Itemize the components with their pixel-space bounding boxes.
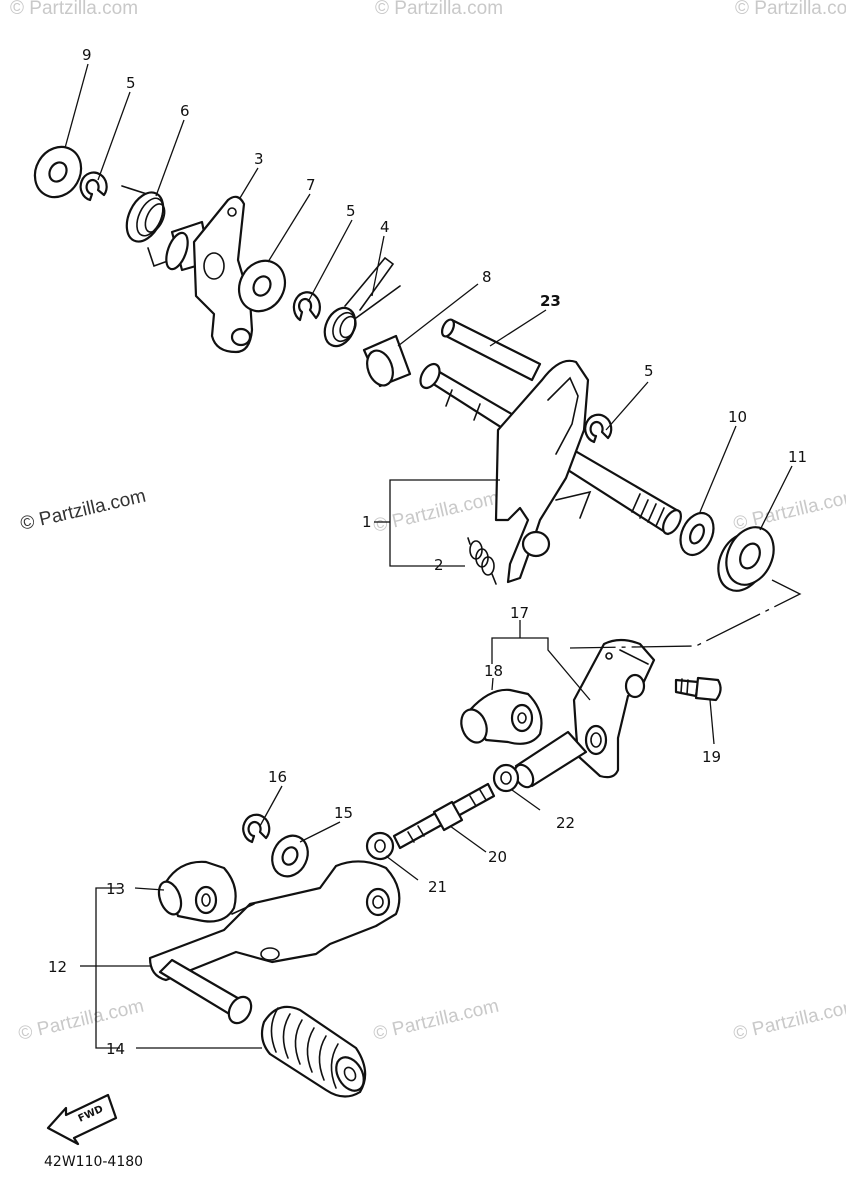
label-part-14: 14	[106, 1040, 125, 1058]
watermark-top-left: © Partzilla.com	[10, 0, 138, 19]
diagram-code: 42W110-4180	[44, 1154, 143, 1170]
part-21-nut	[365, 831, 395, 861]
part-23-pin	[440, 318, 542, 382]
part-8-bushing	[362, 334, 412, 388]
part-15-washer	[271, 834, 309, 878]
label-part-18: 18	[484, 662, 503, 680]
part-6-spring	[121, 185, 166, 268]
part-13-rod-end	[157, 860, 237, 923]
label-part-17: 17	[510, 604, 529, 622]
part-10-washer	[679, 511, 715, 557]
part-9-washer	[33, 145, 83, 199]
label-part-19: 19	[702, 748, 721, 766]
watermark-top-right: © Partzilla.com	[735, 0, 846, 19]
label-part-21: 21	[428, 878, 447, 896]
label-part-22: 22	[556, 814, 575, 832]
label-part-5-upper: 5	[126, 74, 136, 92]
part-22-nut	[492, 763, 520, 793]
part-20-adjuster-rod	[392, 782, 496, 850]
label-part-6: 6	[180, 102, 190, 120]
label-part-4: 4	[380, 218, 390, 236]
part-11-oil-seal	[717, 526, 775, 592]
part-3-lever	[165, 195, 254, 354]
part-19-bolt	[674, 676, 722, 702]
label-part-3: 3	[254, 150, 264, 168]
part-12-shift-pedal	[148, 860, 401, 1025]
part-17-shift-arm	[513, 638, 656, 789]
leader-lines	[64, 63, 802, 1049]
watermark-mid-center: © Partzilla.com	[371, 488, 500, 537]
label-part-20: 20	[488, 848, 507, 866]
part-7-washer	[237, 259, 287, 313]
label-part-1: 1	[362, 513, 372, 531]
label-part-9: 9	[82, 46, 92, 64]
watermark-main: © Partzilla.com	[18, 486, 147, 535]
label-part-13: 13	[106, 880, 125, 898]
label-part-7: 7	[306, 176, 316, 194]
label-part-5-right: 5	[644, 362, 654, 380]
forward-arrow-icon: FWD	[46, 1093, 118, 1146]
part-2-spring	[467, 537, 497, 585]
part-14-pedal-rubber	[260, 1005, 367, 1098]
label-part-16: 16	[268, 768, 287, 786]
part-4-spring	[323, 256, 401, 348]
label-part-23: 23	[540, 292, 561, 310]
label-part-8: 8	[482, 268, 492, 286]
part-16-circlip	[242, 813, 271, 844]
part-5-circlip-upper	[79, 171, 108, 202]
part-1-shift-shaft	[419, 359, 682, 584]
part-5-circlip-middle	[292, 291, 321, 322]
part-5-circlip-right	[584, 413, 613, 444]
watermark-top-center: © Partzilla.com	[375, 0, 503, 19]
watermark-bottom-center: © Partzilla.com	[371, 996, 500, 1045]
callout-labels: 9 5 6 3 7 5 4 8 23 5 10 11 1 2 17 18 19 …	[48, 46, 807, 1058]
label-part-2: 2	[434, 556, 444, 574]
watermark-bottom-left: © Partzilla.com	[16, 996, 145, 1045]
watermark-bottom-right: © Partzilla.com	[731, 996, 846, 1045]
label-part-11: 11	[788, 448, 807, 466]
label-part-15: 15	[334, 804, 353, 822]
label-part-5-middle: 5	[346, 202, 356, 220]
label-part-12: 12	[48, 958, 67, 976]
label-part-10: 10	[728, 408, 747, 426]
part-18-rod-end	[460, 688, 543, 745]
